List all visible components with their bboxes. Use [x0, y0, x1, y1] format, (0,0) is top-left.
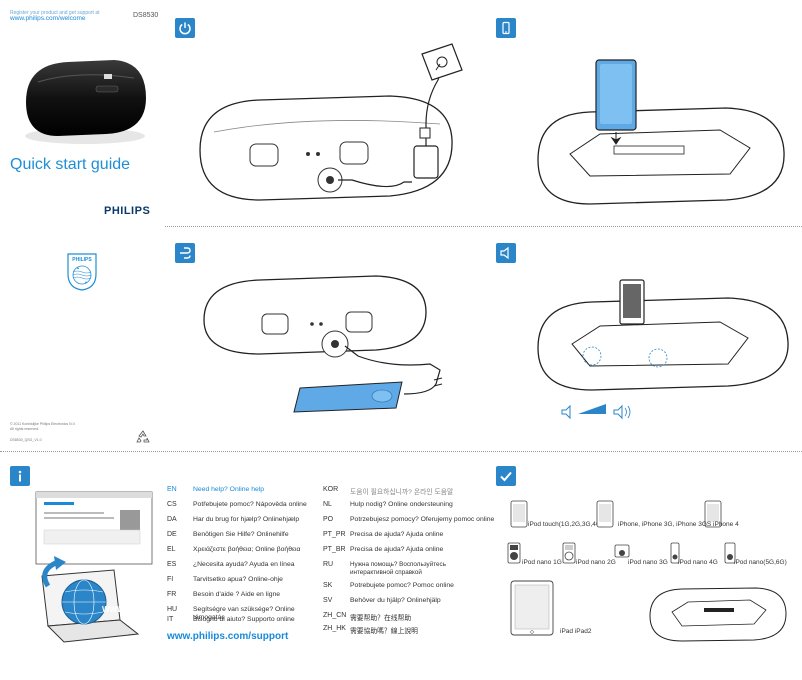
brand-wordmark: PHILIPS: [104, 205, 151, 217]
compat-ipad: iPad iPad2: [560, 628, 592, 635]
svg-text:PHILIPS: PHILIPS: [72, 257, 92, 263]
help-link[interactable]: Tarvitsetko apua? Online-ohje: [193, 576, 283, 583]
phone-icon: [502, 21, 510, 35]
help-link[interactable]: Potrzebujesz pomocy? Oferujemy pomoc onl…: [350, 516, 495, 523]
lang-code: PT_PR: [323, 531, 346, 538]
compat-nano-1g: iPod nano 1G: [522, 559, 562, 566]
cover-title: Quick start guide: [10, 156, 131, 173]
lang-code: SV: [323, 597, 333, 604]
register-line: Register your product and get support at: [10, 10, 100, 16]
lang-code: DA: [167, 516, 177, 523]
help-list-left: EN Need help? Online help CS Potřebujete…: [167, 486, 317, 626]
compat-section-icon: [496, 466, 516, 486]
iphone-icon: [596, 500, 614, 528]
compat-nano-2g: iPod nano 2G: [576, 559, 616, 566]
help-link[interactable]: Segítségre van szüksége? Online támogatá…: [193, 606, 295, 621]
recycle-icon: [136, 430, 150, 443]
ipod-nano-4g-icon: [670, 542, 680, 564]
legal-text: © 2011 Koninklijke Philips Electronics N…: [10, 422, 80, 431]
ipod-touch-icon: [510, 500, 528, 528]
separator-middle: [0, 451, 802, 452]
document-code: DS8530_QSG_V1.0: [10, 438, 42, 442]
lang-code: FI: [167, 576, 174, 583]
compat-iphone: iPhone, iPhone 3G, iPhone 3GS iPhone 4: [618, 521, 739, 528]
compat-nano-5g: iPod nano(5G,6G): [734, 559, 787, 566]
product-photo: [25, 60, 146, 144]
lang-code: RU: [323, 561, 334, 568]
power-illustration: [199, 43, 463, 201]
dock-illustration: [537, 59, 785, 205]
globe-label: WWW: [102, 605, 125, 614]
ipod-nano-3g-icon: [614, 544, 630, 558]
ipod-nano-5g-icon: [724, 542, 736, 564]
help-link[interactable]: Potrebujete pomoc? Pomoc online: [350, 582, 454, 589]
ipad-icon: [510, 580, 554, 636]
support-url[interactable]: www.philips.com/support: [167, 631, 289, 642]
lang-code: CS: [167, 501, 177, 508]
audio-in-illustration: [203, 275, 443, 413]
ipod-nano-1g-icon: [507, 542, 521, 564]
compat-nano-3g: iPod nano 3G: [628, 559, 668, 566]
lang-code: ES: [167, 561, 177, 568]
lang-code: EL: [167, 546, 176, 553]
dock-section-icon: [496, 18, 516, 38]
help-link[interactable]: 需要帮助？在线帮助: [350, 615, 412, 622]
lang-code: DE: [167, 531, 177, 538]
check-icon: [500, 471, 512, 482]
online-help-illustration: WWW: [35, 491, 153, 643]
lang-code: ZH_CN: [323, 612, 347, 619]
separator-top: [165, 226, 802, 227]
speaker-dock-icon: [649, 587, 787, 642]
iphone4-icon: [704, 500, 722, 528]
help-link[interactable]: Benötigen Sie Hilfe? Onlinehilfe: [193, 531, 289, 538]
lang-code: FR: [167, 591, 177, 598]
help-link[interactable]: Bisogno di aiuto? Supporto online: [193, 616, 295, 623]
help-link[interactable]: Need help? Online help: [193, 486, 265, 493]
volume-illustration: [537, 279, 789, 420]
lang-code: PO: [323, 516, 334, 523]
info-icon: [18, 470, 22, 482]
help-link[interactable]: Behöver du hjälp? Onlinehjälp: [350, 597, 441, 604]
model-number: DS8530: [133, 12, 159, 19]
help-link[interactable]: 需要協助嗎？線上說明: [350, 628, 418, 635]
ipod-nano-2g-icon: [562, 542, 576, 564]
help-link[interactable]: Precisa de ajuda? Ajuda online: [350, 531, 444, 538]
help-link[interactable]: ¿Necesita ayuda? Ayuda en línea: [193, 561, 295, 568]
philips-shield-logo: PHILIPS: [67, 253, 97, 291]
audio-in-section-icon: [175, 243, 195, 263]
lang-code: KOR: [323, 486, 339, 493]
lang-code: NL: [323, 501, 332, 508]
help-link[interactable]: Hulp nodig? Online ondersteuning: [350, 501, 453, 508]
lang-code: PT_BR: [323, 546, 346, 553]
lang-code: IT: [167, 616, 174, 623]
lang-code: EN: [167, 486, 177, 493]
help-link[interactable]: Нужна помощь? Воспользуйтесь интерактивн…: [350, 561, 446, 576]
speaker-icon: [500, 246, 509, 260]
help-link[interactable]: Potřebujete pomoc? Nápověda online: [193, 501, 307, 508]
compat-ipod-touch: iPod touch(1G,2G,3G,4G): [528, 521, 604, 528]
lang-code: HU: [167, 606, 178, 613]
cover-panel: Register your product and get support at…: [0, 0, 160, 450]
help-list-right: KOR 도움이 필요하십니까? 온라인 도움말 NL Hulp nodig? O…: [323, 486, 494, 636]
power-icon: [179, 22, 191, 35]
help-link[interactable]: 도움이 필요하십니까? 온라인 도움말: [350, 489, 454, 496]
help-link[interactable]: Besoin d'aide ? Aide en ligne: [193, 591, 281, 598]
volume-section-icon: [496, 243, 516, 263]
help-link[interactable]: Precisa de ajuda? Ajuda online: [350, 546, 444, 553]
legal-line-1: © 2011 Koninklijke Philips Electronics N…: [10, 422, 76, 426]
power-section-icon: [175, 18, 195, 38]
connect-icon: [180, 247, 191, 259]
help-section-icon: [10, 466, 30, 486]
register-url[interactable]: www.philips.com/welcome: [10, 15, 86, 22]
lang-code: ZH_HK: [323, 625, 346, 632]
compat-nano-4g: iPod nano 4G: [678, 559, 718, 566]
help-link[interactable]: Har du brug for hjælp? Onlinehjælp: [193, 516, 300, 523]
legal-line-2: All rights reserved.: [10, 426, 39, 431]
help-link[interactable]: Χρειάζεστε βοήθεια; Online βοήθεια: [193, 546, 301, 553]
lang-code: SK: [323, 582, 333, 589]
